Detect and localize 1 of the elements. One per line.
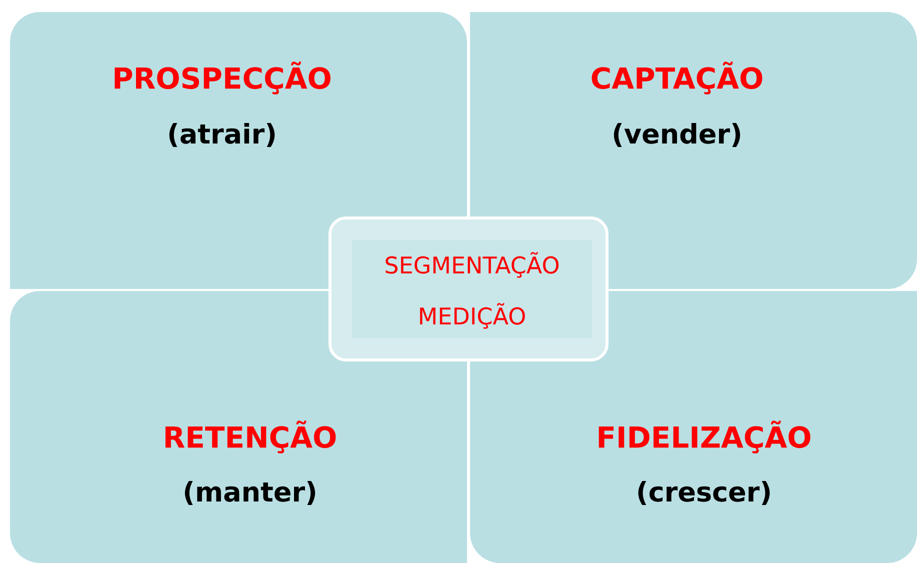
center-box: SEGMENTAÇÃO MEDIÇÃO — [328, 216, 608, 362]
